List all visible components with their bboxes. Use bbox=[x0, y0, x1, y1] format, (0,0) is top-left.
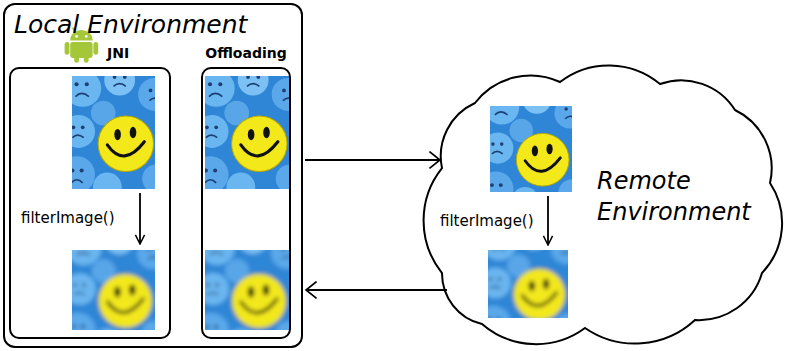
filtered-image bbox=[193, 223, 303, 351]
method-heading: JNI bbox=[107, 45, 129, 62]
filtered-image bbox=[477, 220, 582, 348]
input-image bbox=[192, 64, 305, 202]
environment-title: Remote Environment bbox=[597, 166, 772, 228]
method-heading: Offloading bbox=[205, 45, 286, 62]
offload-arrow bbox=[305, 159, 440, 161]
input-image bbox=[478, 84, 585, 215]
input-image bbox=[58, 64, 171, 202]
function-label: filterImage() bbox=[21, 209, 115, 227]
environment-box: Local EnvironmentJNIfilterImage()Offload… bbox=[3, 3, 303, 348]
offload-arrow bbox=[306, 289, 447, 291]
cloud-outline bbox=[424, 65, 783, 344]
cloud-environment: Remote Environment filterImage() bbox=[420, 58, 785, 348]
process-arrow bbox=[139, 193, 141, 244]
process-arrow bbox=[547, 196, 549, 245]
filtered-image bbox=[60, 224, 169, 351]
method-box: JNIfilterImage() bbox=[9, 67, 171, 339]
environment-title: Local Environment bbox=[14, 10, 247, 40]
function-label: filterImage() bbox=[440, 212, 534, 230]
method-box: Offloading bbox=[201, 67, 291, 339]
